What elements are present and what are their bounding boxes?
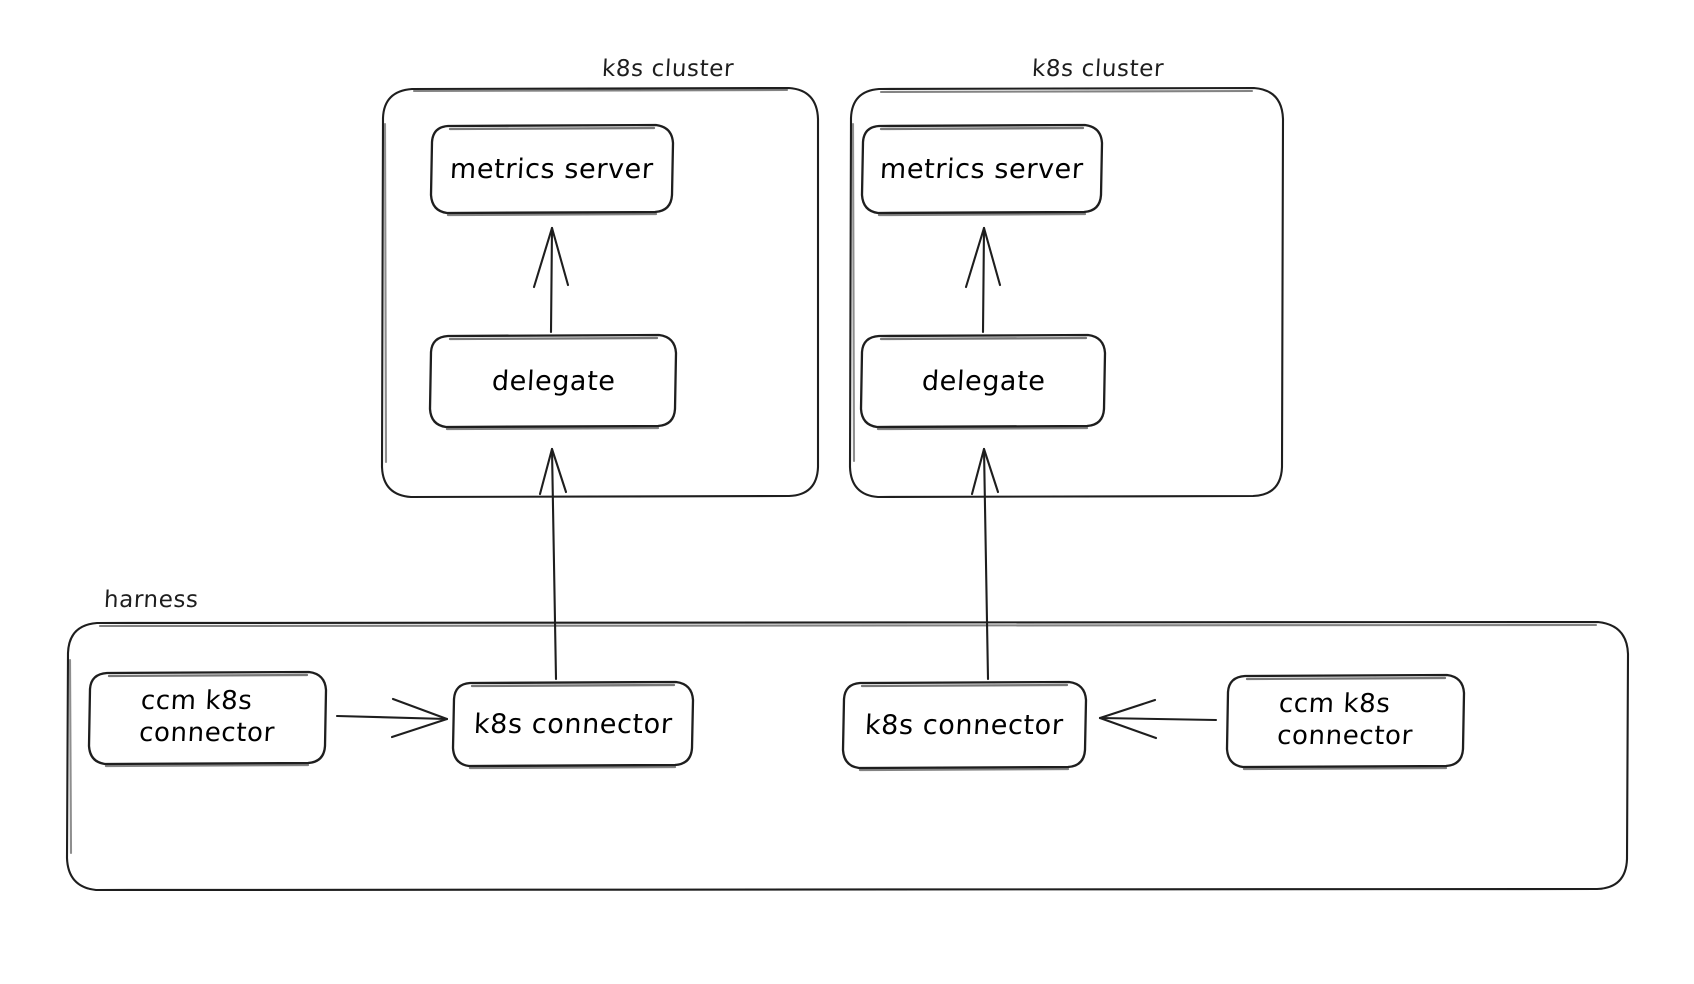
node-label-metrics-server-left[interactable]: metrics server bbox=[431, 125, 673, 213]
node-delegate-left[interactable] bbox=[428, 333, 678, 431]
delegate-right-text: delegate bbox=[920, 365, 1047, 397]
node-label-delegate-right[interactable]: delegate bbox=[862, 335, 1105, 427]
edge-delegate-to-metrics-left bbox=[532, 226, 570, 334]
node-metrics-server-left[interactable] bbox=[429, 123, 675, 217]
node-label-ccm-connector-right[interactable]: ccm k8s connector bbox=[1228, 675, 1464, 767]
ccm-connector-left-text: ccm k8s connector bbox=[138, 686, 276, 748]
group-cluster-left bbox=[380, 86, 820, 499]
node-label-k8s-connector-left[interactable]: k8s connector bbox=[453, 682, 693, 766]
k8s-connector-right-text: k8s connector bbox=[864, 709, 1065, 741]
k8s-connector-left-text: k8s connector bbox=[472, 708, 674, 740]
edge-ccm-to-connector-right bbox=[1098, 698, 1218, 740]
edge-delegate-to-metrics-right bbox=[964, 226, 1002, 334]
node-delegate-right[interactable] bbox=[859, 333, 1107, 431]
node-metrics-server-right[interactable] bbox=[860, 123, 1104, 217]
ccm-connector-right-text: ccm k8s connector bbox=[1276, 689, 1414, 751]
node-label-delegate-left[interactable]: delegate bbox=[431, 335, 676, 427]
edge-ccm-to-connector-left bbox=[335, 697, 449, 739]
node-ccm-connector-right[interactable] bbox=[1225, 673, 1466, 771]
node-label-ccm-connector-left[interactable]: ccm k8s connector bbox=[90, 672, 326, 764]
node-k8s-connector-left[interactable] bbox=[451, 680, 695, 770]
group-cluster-right bbox=[848, 86, 1285, 499]
delegate-left-text: delegate bbox=[490, 365, 617, 397]
metrics-server-right-text: metrics server bbox=[879, 153, 1085, 185]
metrics-server-left-text: metrics server bbox=[449, 153, 655, 185]
group-harness bbox=[65, 620, 1630, 892]
node-k8s-connector-right[interactable] bbox=[841, 680, 1088, 772]
node-label-metrics-server-right[interactable]: metrics server bbox=[862, 125, 1102, 213]
node-ccm-connector-left[interactable] bbox=[87, 670, 328, 768]
node-label-k8s-connector-right[interactable]: k8s connector bbox=[843, 682, 1086, 768]
edge-connector-to-delegate-left bbox=[538, 447, 568, 681]
edge-connector-to-delegate-right bbox=[970, 447, 1000, 681]
